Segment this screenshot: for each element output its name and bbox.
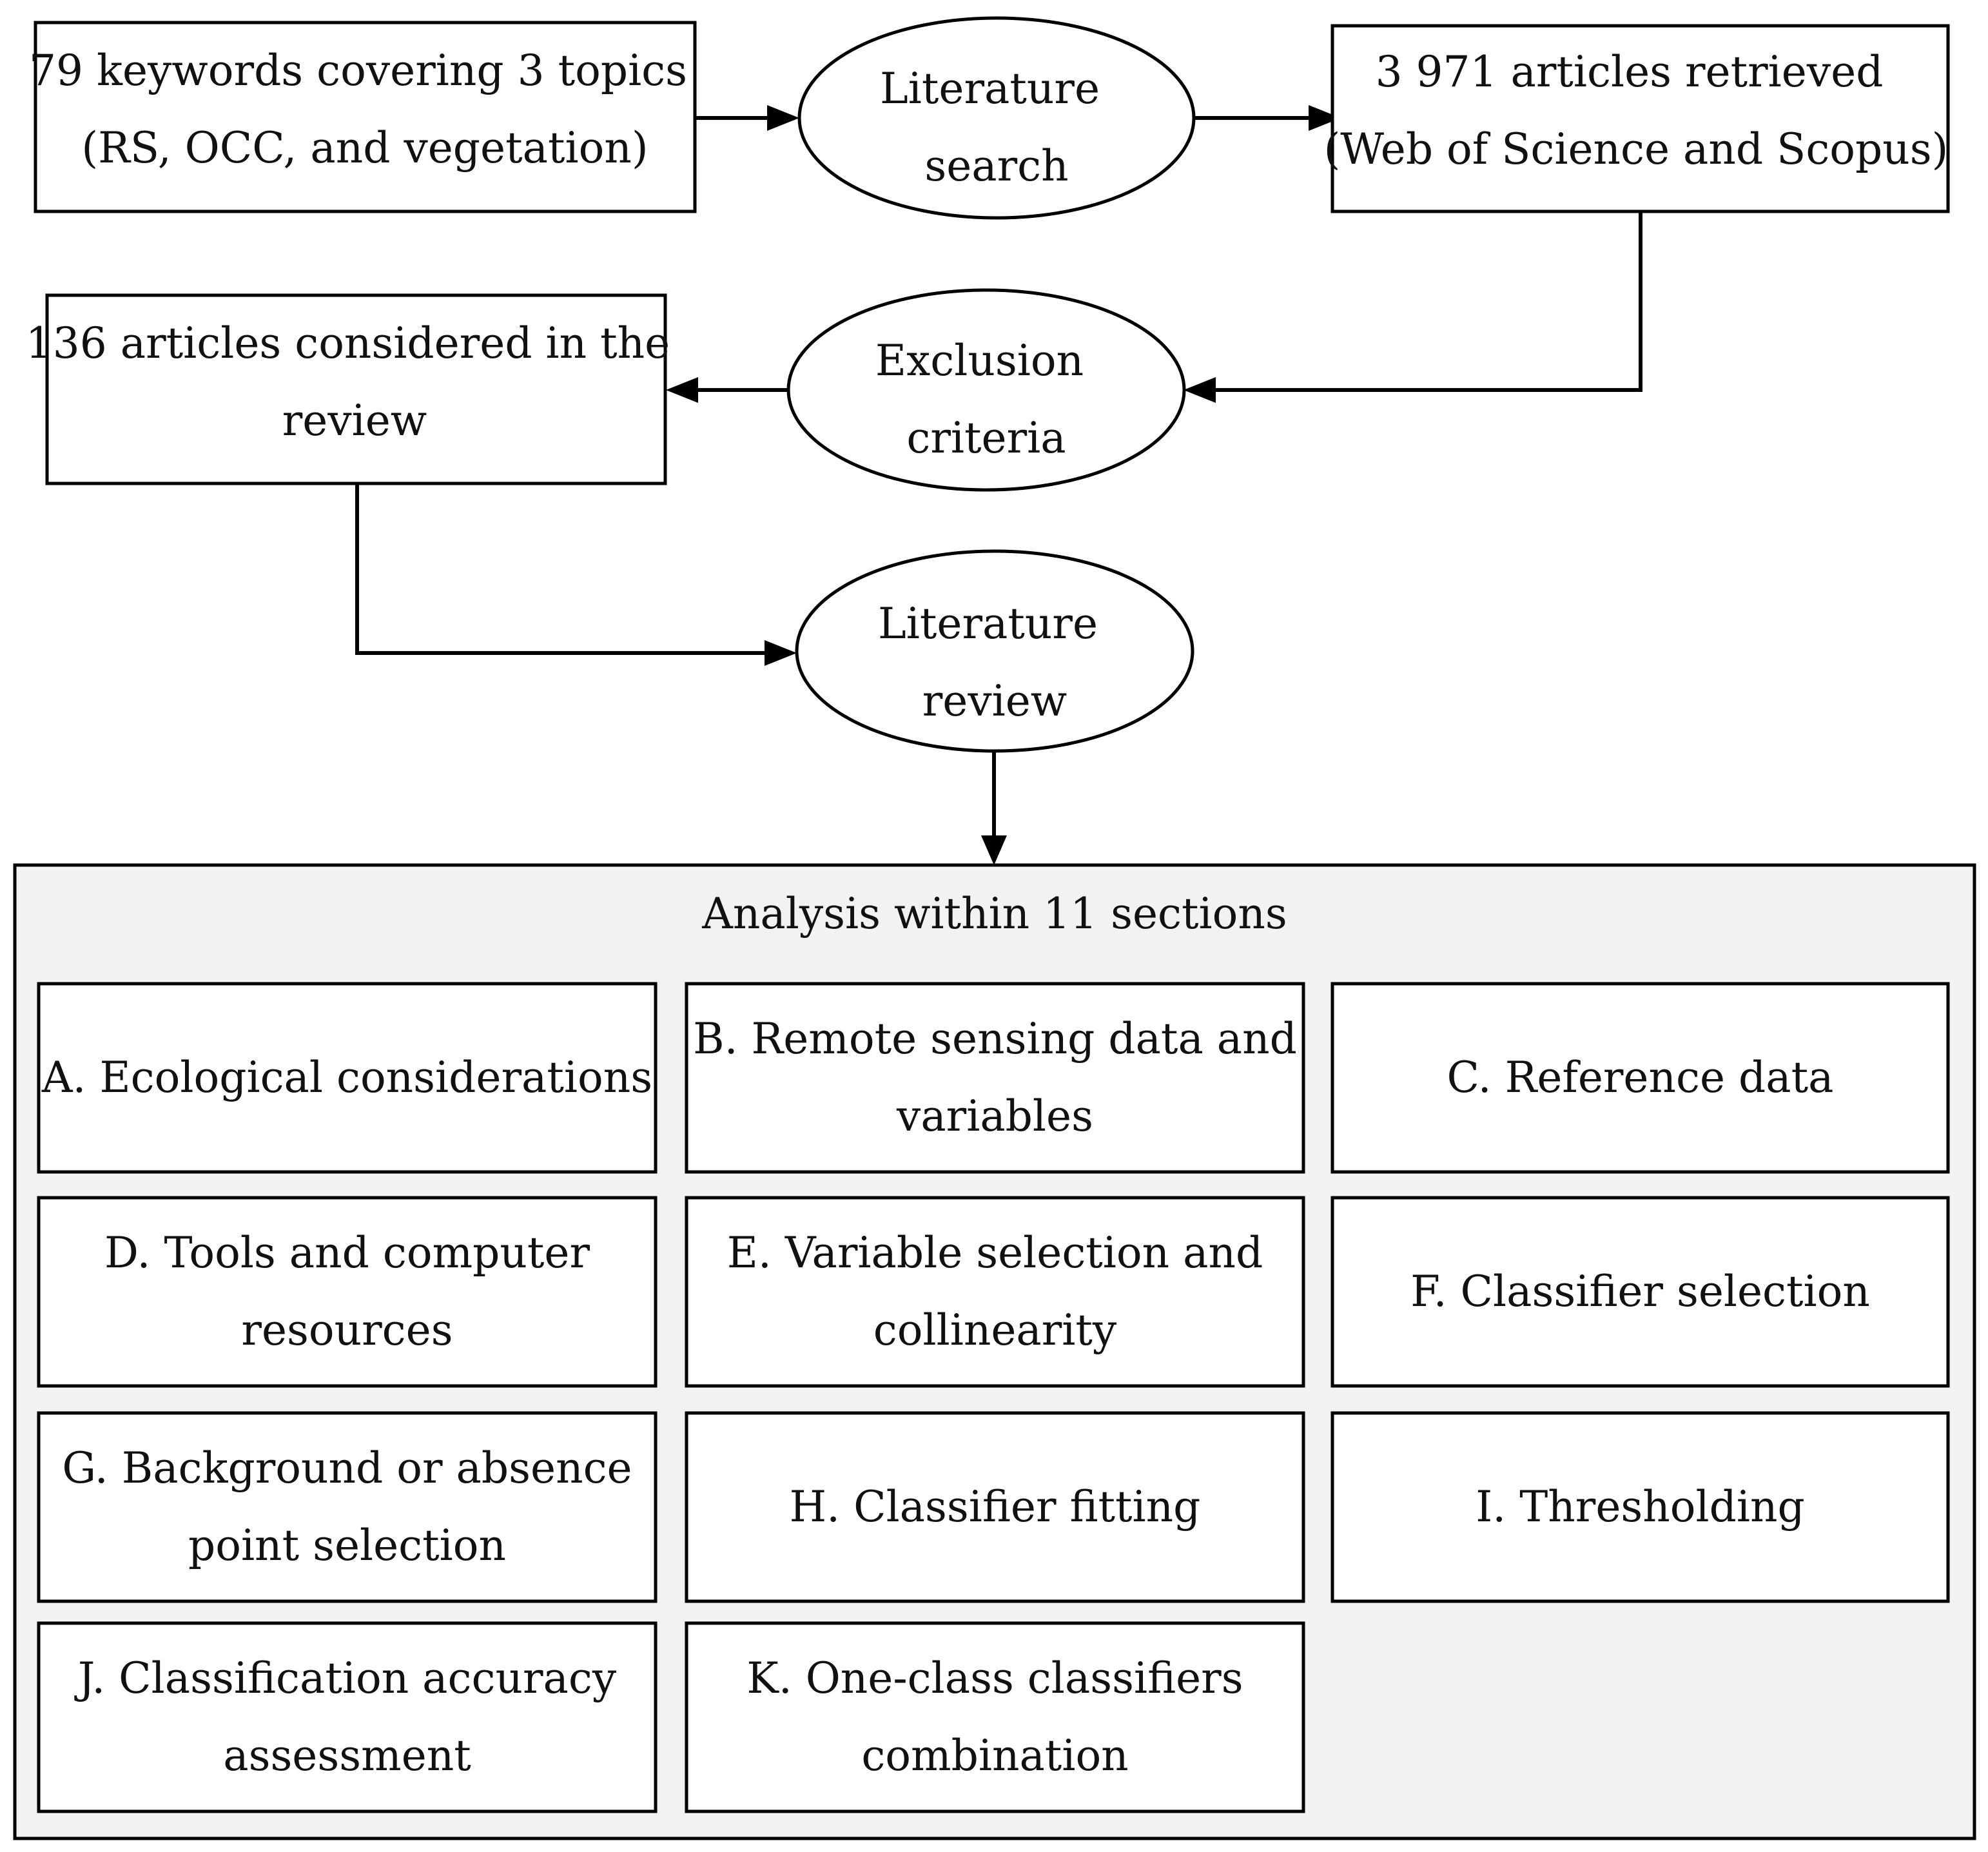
section-box-j: J. Classification accuracy assessment [37, 1621, 658, 1813]
section-box-a: A. Ecological considerations [37, 982, 658, 1174]
articles-retrieved-box: 3 971 articles retrieved (Web of Science… [1324, 24, 1950, 213]
section-label: J. Classification accuracy assessment [74, 1653, 617, 1780]
exclusion-criteria-line-1: Exclusion [875, 336, 1084, 385]
section-label-line: K. One-class classifiers [746, 1653, 1243, 1703]
literature-review-line-2: review [922, 676, 1067, 726]
section-box-frame [37, 1621, 658, 1813]
section-label: A. Ecological considerations [41, 1053, 652, 1102]
svg-text:Exclusion criteria: Exclusion criteria [875, 336, 1097, 463]
section-label-line: combination [861, 1731, 1128, 1780]
connectors [355, 116, 1642, 838]
arrow-retrieved-to-exclusion [1214, 211, 1642, 392]
section-label-line: I. Thresholding [1476, 1482, 1805, 1532]
section-box-frame [1330, 982, 1950, 1174]
svg-text:Literature search: Literature search [880, 64, 1113, 191]
arrowhead-left-2 [666, 377, 698, 403]
section-label-line: assessment [223, 1731, 471, 1780]
section-label-line: resources [241, 1305, 453, 1355]
arrow-considered-to-review [355, 483, 765, 655]
section-label: I. Thresholding [1476, 1482, 1805, 1532]
section-label-line: D. Tools and computer [104, 1228, 590, 1278]
section-label-line: E. Variable selection and [727, 1228, 1263, 1278]
section-box-h: H. Classifier fitting [685, 1411, 1305, 1603]
articles-considered-line-1: 136 articles considered in the [26, 318, 670, 368]
section-label: B. Remote sensing data and variables [693, 1014, 1297, 1141]
section-label: D. Tools and computer resources [104, 1228, 590, 1355]
section-label-line: H. Classifier fitting [790, 1482, 1201, 1532]
section-label: H. Classifier fitting [790, 1482, 1201, 1532]
arrowhead-right-1 [767, 105, 799, 131]
section-label-line: variables [896, 1091, 1093, 1141]
section-box-e: E. Variable selection and collinearity [685, 1196, 1305, 1388]
section-box-d: D. Tools and computer resources [37, 1196, 658, 1388]
section-box-frame [37, 982, 658, 1174]
literature-review-ellipse: Literature review [795, 549, 1194, 753]
section-label: G. Background or absence point selection [62, 1443, 632, 1570]
analysis-title: Analysis within 11 sections [701, 889, 1287, 939]
section-box-frame [37, 1411, 658, 1603]
exclusion-criteria-line-2: criteria [906, 413, 1066, 463]
keywords-line-1: 79 keywords covering 3 topics [29, 46, 687, 95]
section-box-b: B. Remote sensing data and variables [685, 982, 1305, 1174]
svg-text:136 articles considered in the: 136 articles considered in the review [26, 318, 683, 445]
section-label-line: F. Classifier selection [1410, 1267, 1870, 1316]
section-box-frame [685, 1411, 1305, 1603]
literature-review-line-1: Literature [878, 599, 1098, 648]
section-box-f: F. Classifier selection [1330, 1196, 1950, 1388]
literature-search-line-2: search [924, 141, 1068, 191]
section-box-frame [37, 1196, 658, 1388]
svg-text:Literature review: Literature review [878, 599, 1111, 726]
section-label-line: G. Background or absence [62, 1443, 632, 1493]
section-label-line: J. Classification accuracy [74, 1653, 617, 1703]
articles-retrieved-line-1: 3 971 articles retrieved [1376, 47, 1884, 97]
literature-search-line-1: Literature [880, 64, 1100, 113]
articles-retrieved-line-2: (Web of Science and Scopus) [1324, 124, 1949, 174]
arrowhead-right-2 [1309, 105, 1341, 131]
section-box-frame [1330, 1411, 1950, 1603]
section-label: F. Classifier selection [1410, 1267, 1870, 1316]
section-label-line: point selection [188, 1521, 506, 1570]
section-box-k: K. One-class classifiers combination [685, 1621, 1305, 1813]
analysis-sections: A. Ecological considerations B. Remote se… [37, 982, 1950, 1813]
keywords-box: 79 keywords covering 3 topics (RS, OCC, … [29, 21, 701, 213]
section-label: K. One-class classifiers combination [746, 1653, 1243, 1780]
arrowhead-right-3 [765, 640, 797, 666]
arrowhead-down [981, 835, 1007, 865]
exclusion-criteria-ellipse: Exclusion criteria [786, 288, 1186, 492]
section-box-frame [685, 982, 1305, 1174]
literature-search-ellipse: Literature search [797, 16, 1196, 220]
section-box-c: C. Reference data [1330, 982, 1950, 1174]
section-box-g: G. Background or absence point selection [37, 1411, 658, 1603]
svg-text:79 keywords covering 3 topics: 79 keywords covering 3 topics (RS, OCC, … [29, 46, 701, 173]
arrowhead-left-1 [1184, 377, 1216, 403]
section-box-frame [685, 1196, 1305, 1388]
articles-considered-line-2: review [282, 396, 427, 445]
arrowheads [666, 105, 1341, 865]
section-box-frame [685, 1621, 1305, 1813]
section-label-line: C. Reference data [1447, 1053, 1834, 1102]
section-box-i: I. Thresholding [1330, 1411, 1950, 1603]
keywords-line-2: (RS, OCC, and vegetation) [81, 123, 648, 173]
section-box-frame [1330, 1196, 1950, 1388]
section-label: E. Variable selection and collinearity [727, 1228, 1263, 1355]
section-label-line: B. Remote sensing data and [693, 1014, 1297, 1064]
articles-considered-box: 136 articles considered in the review [26, 293, 683, 485]
section-label: C. Reference data [1447, 1053, 1834, 1102]
section-label-line: collinearity [873, 1305, 1117, 1355]
section-label-line: A. Ecological considerations [41, 1053, 652, 1102]
svg-text:3 971 articles retrieved: 3 971 articles retrieved (Web of Science… [1324, 47, 1949, 174]
